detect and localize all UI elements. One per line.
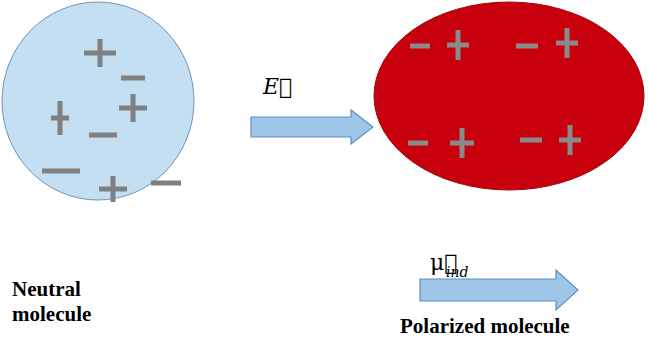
charge-sign [151,181,181,186]
charge-sign [456,30,461,60]
charge-sign [42,169,80,174]
molecule-outline [2,2,194,200]
molecule-circle [1,1,195,201]
charge-sign [408,141,428,146]
charge-sign [516,44,538,49]
charge-sign [58,101,63,135]
charge-sign [98,39,103,67]
charge-sign [460,128,465,158]
charge-sign [121,76,145,81]
charge-sign [111,176,116,202]
molecule-node: Polarized molecule [373,1,645,191]
charge-sign [410,44,430,49]
molecule-caption: Neutral molecule [12,277,132,327]
dipole-subscript: ind [446,264,468,280]
charge-sign [520,138,542,143]
charge-sign [568,125,573,155]
molecule-caption: Polarized molecule [400,314,648,339]
charge-sign [89,133,117,138]
molecule-circle [373,1,645,191]
charge-sign [565,28,570,58]
molecule-node: Neutral molecule [1,1,195,201]
field-arrow [251,110,373,144]
molecule-outline [374,2,644,190]
dipole-moment-arrow [420,270,578,310]
charge-sign [131,94,136,122]
field-label: E⃗ [263,74,292,99]
